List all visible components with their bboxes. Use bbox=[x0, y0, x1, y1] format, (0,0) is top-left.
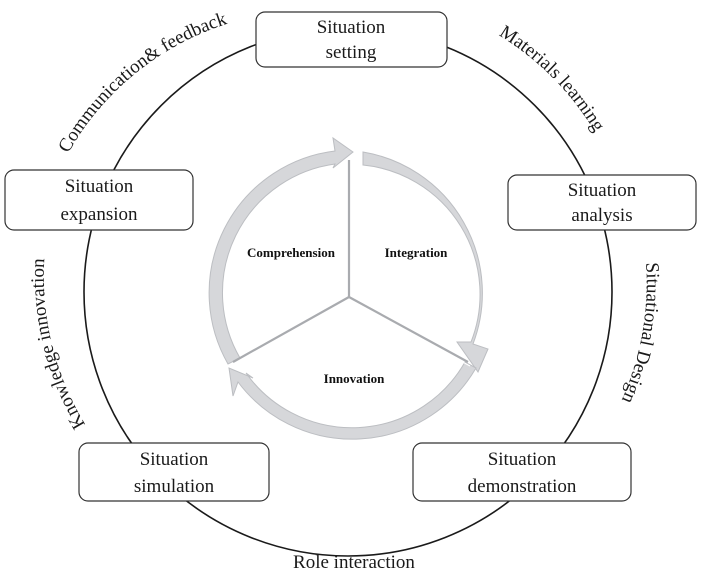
transition-label-materials-learning: Materials learning bbox=[496, 21, 609, 135]
stage-box-expansion-line2: expansion bbox=[60, 204, 138, 225]
divider-left bbox=[232, 296, 350, 363]
stage-box-analysis-line2: analysis bbox=[571, 205, 632, 226]
stage-box-analysis-line1: Situation bbox=[568, 180, 637, 201]
core-label-innovation: Innovation bbox=[324, 371, 385, 386]
divider-right bbox=[348, 296, 469, 363]
core-cycle: Comprehension Integration Innovation bbox=[208, 136, 489, 440]
stage-box-demonstration-line2: demonstration bbox=[468, 476, 577, 497]
transition-label-communication-feedback: Communication& feedback bbox=[54, 8, 229, 156]
stage-box-simulation-line2: simulation bbox=[134, 476, 215, 497]
core-label-integration: Integration bbox=[385, 245, 449, 260]
transition-label-situational-design: Situational Design bbox=[617, 262, 663, 407]
stage-box-simulation: Situation simulation bbox=[78, 442, 270, 502]
arrow-innovation-to-comprehension bbox=[208, 136, 354, 365]
stage-box-setting-line1: Situation bbox=[317, 17, 386, 38]
stage-box-analysis: Situation analysis bbox=[507, 174, 697, 231]
stage-box-setting-line2: setting bbox=[326, 42, 377, 63]
arrow-comprehension-to-integration bbox=[362, 151, 489, 374]
stage-box-simulation-line1: Situation bbox=[140, 449, 209, 470]
arrow-integration-to-innovation bbox=[228, 361, 477, 440]
stage-box-setting: Situation setting bbox=[255, 11, 448, 68]
stage-box-expansion: Situation expansion bbox=[4, 169, 194, 231]
stage-box-demonstration-line1: Situation bbox=[488, 449, 557, 470]
transition-label-role-interaction: Role interaction bbox=[293, 552, 415, 573]
stage-box-expansion-line1: Situation bbox=[65, 176, 134, 197]
core-label-comprehension: Comprehension bbox=[247, 245, 336, 260]
stage-box-demonstration: Situation demonstration bbox=[412, 442, 632, 502]
transition-label-knowledge-innovation: Knowledge innovation bbox=[28, 257, 90, 432]
